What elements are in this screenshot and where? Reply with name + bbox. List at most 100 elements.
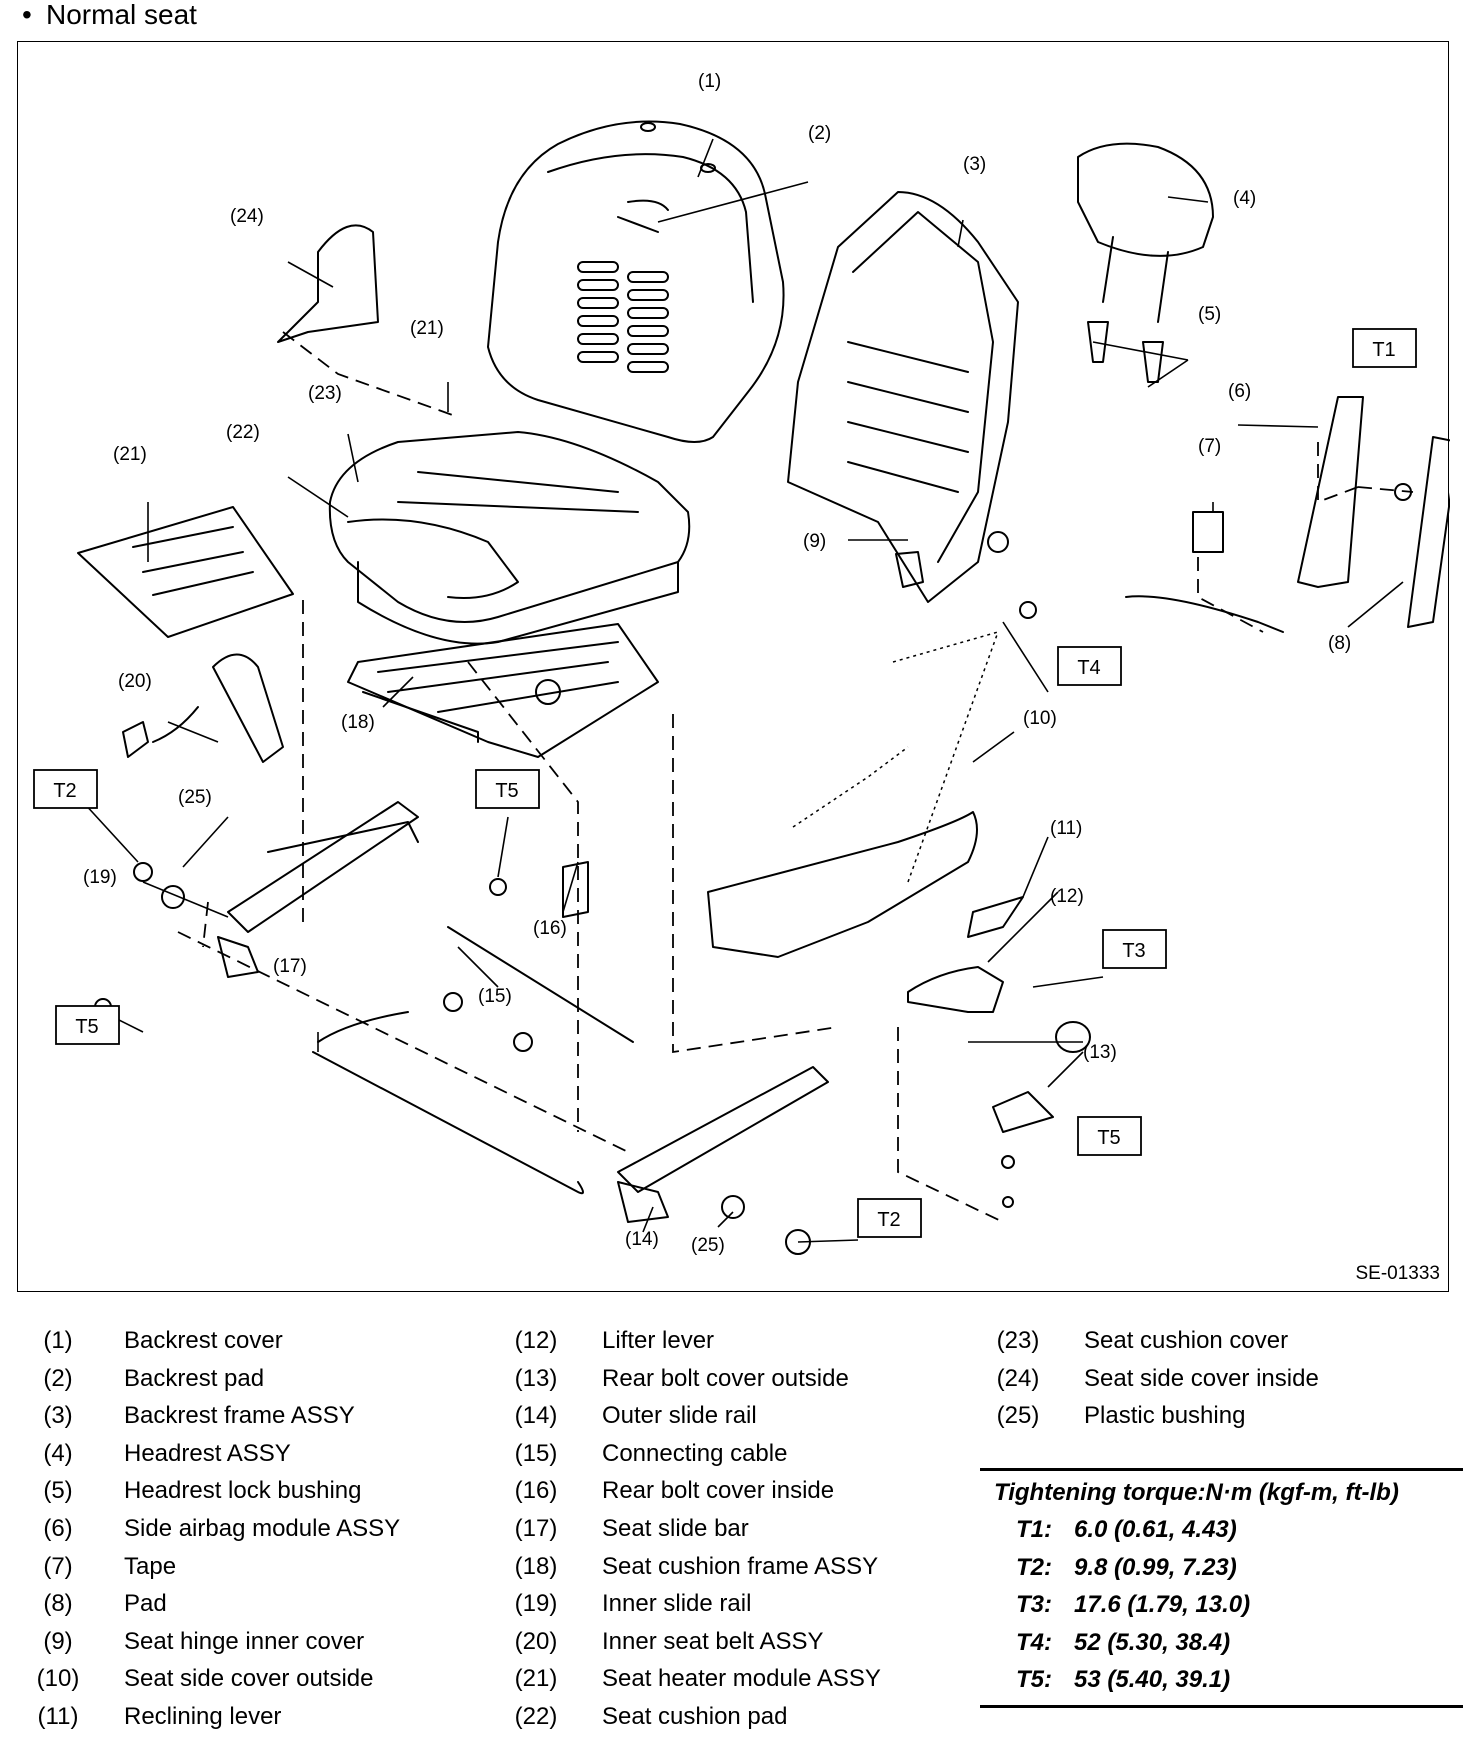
legend-item-name: Seat hinge inner cover <box>124 1627 365 1655</box>
callout-25: (25) <box>691 1235 725 1256</box>
callout-8: (8) <box>1328 633 1351 654</box>
backrest-cover-part <box>487 120 785 443</box>
callout-15: (15) <box>478 986 512 1007</box>
headrest-part <box>1077 142 1214 323</box>
legend-item-number: (6) <box>43 1514 73 1542</box>
legend-item-number: (16) <box>514 1477 558 1505</box>
legend-item-name: Inner slide rail <box>602 1590 752 1618</box>
legend-item: (5)Headrest lock bushing <box>22 1472 400 1510</box>
legend-item-name: Seat slide bar <box>602 1514 749 1542</box>
callout-14: (14) <box>625 1229 659 1250</box>
seat-slide-bar-part <box>312 1011 584 1195</box>
legend-item-name: Seat cushion frame ASSY <box>602 1552 879 1580</box>
legend-item-name: Backrest pad <box>124 1364 265 1392</box>
legend-item-name: Tape <box>124 1552 177 1580</box>
legend-item: (10) Seat side cover outside <box>22 1660 400 1698</box>
legend-item-number: (12) <box>514 1327 558 1354</box>
torque-value: 52 (5.30, 38.4) <box>1074 1628 1231 1656</box>
legend-item-number: (11) <box>37 1702 79 1730</box>
callout-3: (3) <box>963 154 986 175</box>
legend-item-number: (17) <box>514 1514 558 1542</box>
legend-column-2: (12) Lifter lever (13)Rear bolt cover outs… <box>500 1322 881 1736</box>
legend-item: (25) Plastic bushing <box>982 1397 1319 1435</box>
legend-item: (4)Headrest ASSY <box>22 1435 400 1473</box>
legend-item-number: (3) <box>43 1402 73 1430</box>
legend-item-number: (4) <box>43 1439 73 1467</box>
connecting-cable-part <box>447 926 634 1043</box>
legend-item-name: Lifter lever <box>602 1327 715 1354</box>
legend-item-name: Pad <box>124 1590 167 1618</box>
callout-18: (18) <box>341 712 375 733</box>
callout-23: (23) <box>308 383 342 404</box>
backrest-slots <box>577 261 669 373</box>
torque-row: T2:9.8 (0.99, 7.23) <box>980 1549 1463 1587</box>
seat-side-cover-inside-part <box>277 224 379 343</box>
torque-box-t3: T3 <box>1122 940 1145 962</box>
callout-12: (12) <box>1050 886 1084 907</box>
callout-21: (21) <box>410 318 444 339</box>
legend-item: (16) Rear bolt cover inside <box>500 1472 881 1510</box>
legend-item-number: (9) <box>43 1627 73 1655</box>
callout-13: (13) <box>1083 1042 1117 1063</box>
legend-item-name: Rear bolt cover inside <box>602 1477 835 1505</box>
callout-21: (21) <box>113 444 147 465</box>
legend-item: (12) Lifter lever <box>500 1322 881 1360</box>
seat-side-cover-outside-part <box>707 811 978 958</box>
torque-key: T5: <box>1016 1666 1052 1693</box>
legend-item: (2)Backrest pad <box>22 1360 400 1398</box>
callout-2: (2) <box>808 123 831 144</box>
torque-row: T4:52 (5.30, 38.4) <box>980 1624 1463 1662</box>
callout-22: (22) <box>226 422 260 443</box>
legend-item-name: Headrest lock bushing <box>124 1477 362 1505</box>
torque-key: T2: <box>1016 1553 1052 1581</box>
torque-row: T5:53 (5.40, 39.1) <box>980 1661 1463 1699</box>
legend-item: (22)Seat cushion pad <box>500 1698 881 1736</box>
torque-key: T1: <box>1016 1516 1052 1543</box>
torque-box-t4: T4 <box>1077 657 1100 679</box>
callout-19: (19) <box>83 867 117 888</box>
seat-illustration: T1 T2 T5 T3 T4 T5 T5 T2 (1) (2) (3) (4) … <box>33 71 1450 1256</box>
torque-rows: T1: 6.0 (0.61, 4.43) T2:9.8 (0.99, 7.23) T3… <box>980 1511 1463 1699</box>
bullet: • <box>22 0 32 30</box>
torque-box-t2: T2 <box>877 1209 900 1231</box>
seat-belt-part <box>212 653 284 763</box>
legend-item: (8)Pad <box>22 1585 400 1623</box>
legend-item: (13)Rear bolt cover outside <box>500 1360 881 1398</box>
legend-item: (3)Backrest frame ASSY <box>22 1397 400 1435</box>
seat-cushion-part <box>328 431 691 645</box>
legend-item-name: Plastic bushing <box>1084 1402 1246 1430</box>
tightening-torque-table: Tightening torque:N·m (kgf-m, ft-lb) T1:… <box>980 1468 1463 1708</box>
legend-column-3: (23)Seat cushion cover(24)Seat side cove… <box>982 1322 1319 1435</box>
legend-item-number: (24) <box>996 1364 1040 1392</box>
torque-value: 17.6 (1.79, 13.0) <box>1074 1591 1251 1618</box>
legend-item: (7)Tape <box>22 1548 400 1586</box>
legend-item-number: (25) <box>996 1402 1040 1430</box>
legend-item-name: Side airbag module ASSY <box>124 1514 401 1542</box>
legend-item-number: (15) <box>514 1439 558 1467</box>
legend-item-number: (14) <box>514 1402 558 1430</box>
legend-item-number: (20) <box>514 1627 558 1655</box>
torque-value: 6.0 (0.61, 4.43) <box>1074 1516 1237 1543</box>
pad-part <box>1407 436 1450 628</box>
callout-16: (16) <box>533 918 567 939</box>
heading-text: Normal seat <box>46 0 197 30</box>
figure-code: SE-01333 <box>1355 1263 1440 1284</box>
torque-box-t5: T5 <box>1097 1127 1120 1149</box>
legend-item: (24)Seat side cover inside <box>982 1360 1319 1398</box>
callout-20: (20) <box>118 671 152 692</box>
legend-item-name: Seat side cover outside <box>124 1665 374 1693</box>
torque-box-t5: T5 <box>495 780 518 802</box>
torque-key: T3: <box>1016 1591 1052 1618</box>
legend-item: (6) Side airbag module ASSY <box>22 1510 400 1548</box>
legend-item-number: (22) <box>514 1702 558 1730</box>
seat-cushion-frame-part <box>347 623 659 758</box>
callout-9: (9) <box>803 531 826 552</box>
torque-box-t5: T5 <box>75 1016 98 1038</box>
callout-24: (24) <box>230 206 264 227</box>
legend-item-number: (10) <box>36 1665 80 1693</box>
legend-item: (20)Inner seat belt ASSY <box>500 1623 881 1661</box>
callout-10: (10) <box>1023 708 1057 729</box>
callout-5: (5) <box>1198 304 1221 325</box>
tape-part <box>1192 511 1224 553</box>
callout-25: (25) <box>178 787 212 808</box>
